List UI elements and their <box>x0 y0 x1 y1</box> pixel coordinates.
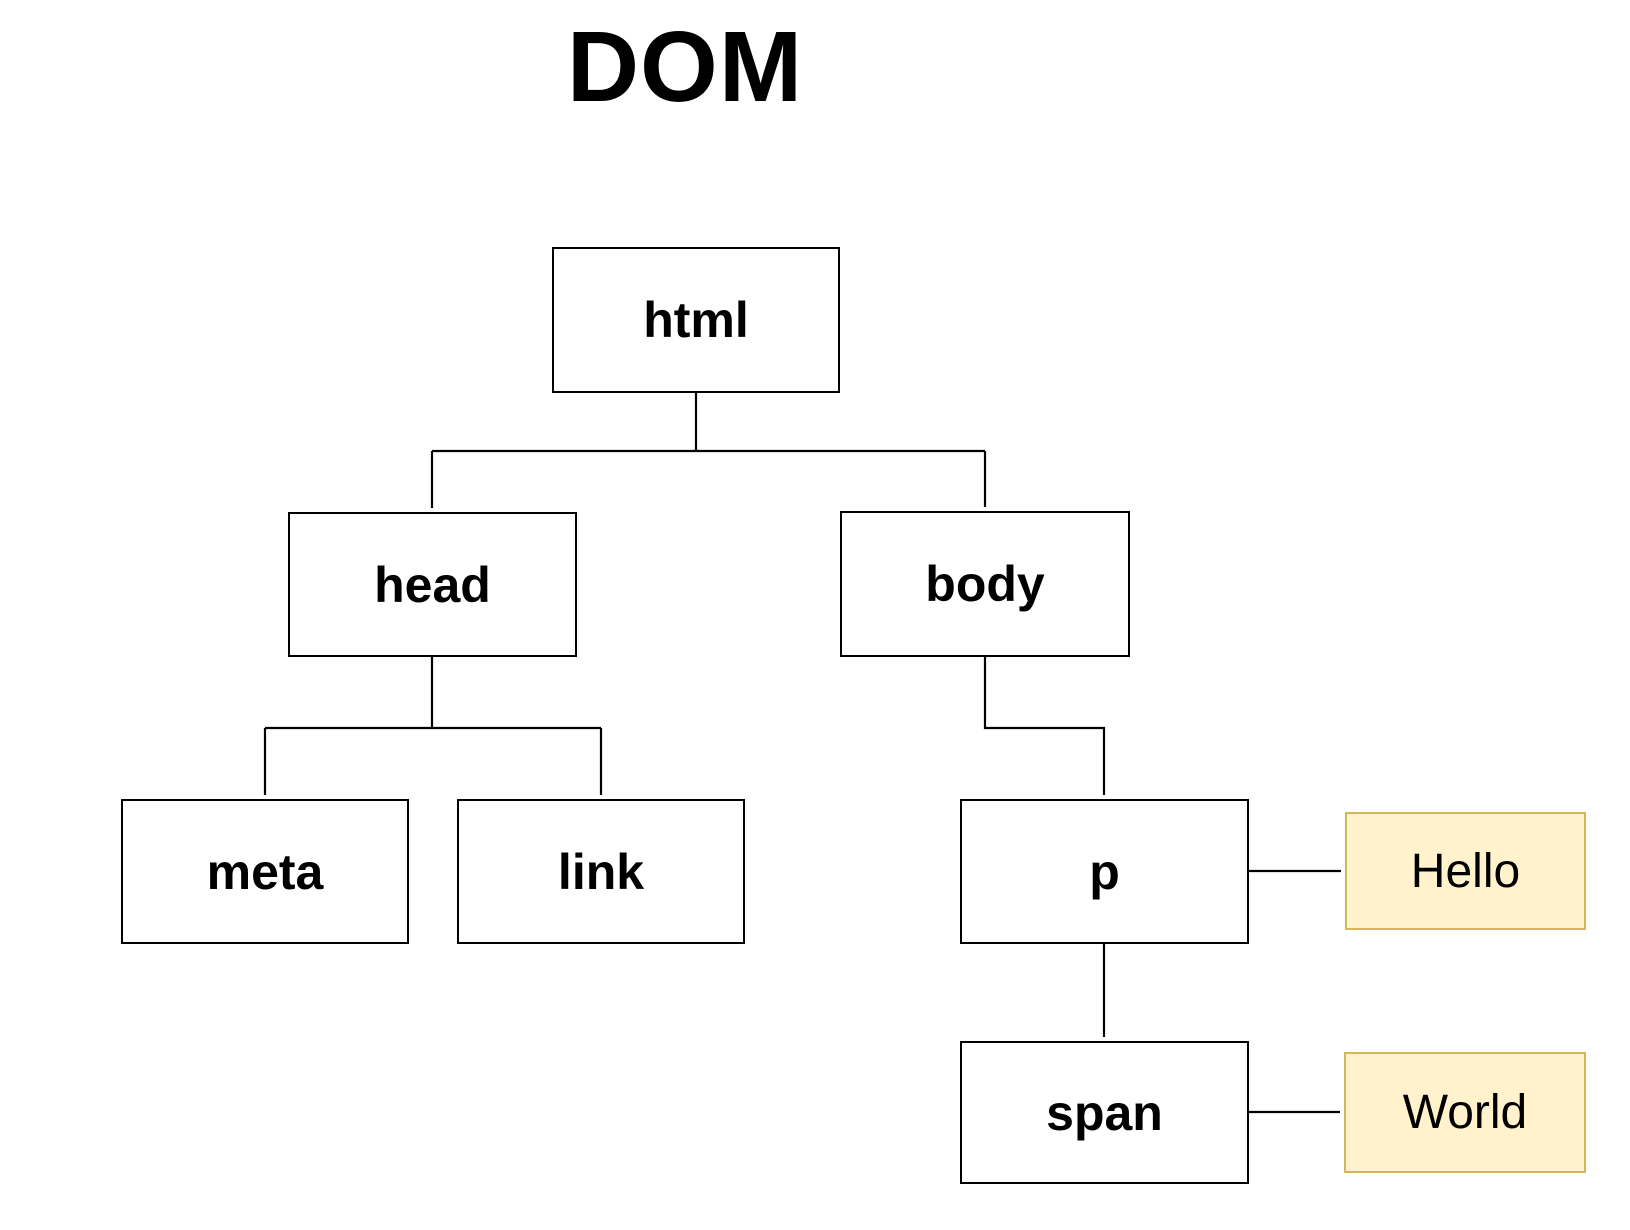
page-title: DOM <box>566 11 804 123</box>
node-head-label: head <box>374 556 491 613</box>
node-html: html <box>552 247 840 393</box>
node-p: p <box>960 799 1249 944</box>
text-node-world: World <box>1344 1052 1586 1173</box>
node-meta-label: meta <box>206 843 324 900</box>
node-head: head <box>288 512 577 657</box>
node-meta: meta <box>121 799 409 944</box>
node-link-label: link <box>557 843 645 900</box>
node-body: body <box>840 511 1130 657</box>
node-link: link <box>457 799 745 944</box>
node-html-label: html <box>643 292 749 348</box>
node-span-label: span <box>1046 1084 1163 1141</box>
text-node-world-label: World <box>1402 1086 1528 1139</box>
edge-body-p <box>983 657 1106 795</box>
node-span: span <box>960 1041 1249 1184</box>
node-p-label: p <box>1089 843 1120 900</box>
text-node-hello: Hello <box>1345 812 1586 930</box>
node-body-label: body <box>925 556 1045 612</box>
text-node-hello-label: Hello <box>1410 844 1521 898</box>
